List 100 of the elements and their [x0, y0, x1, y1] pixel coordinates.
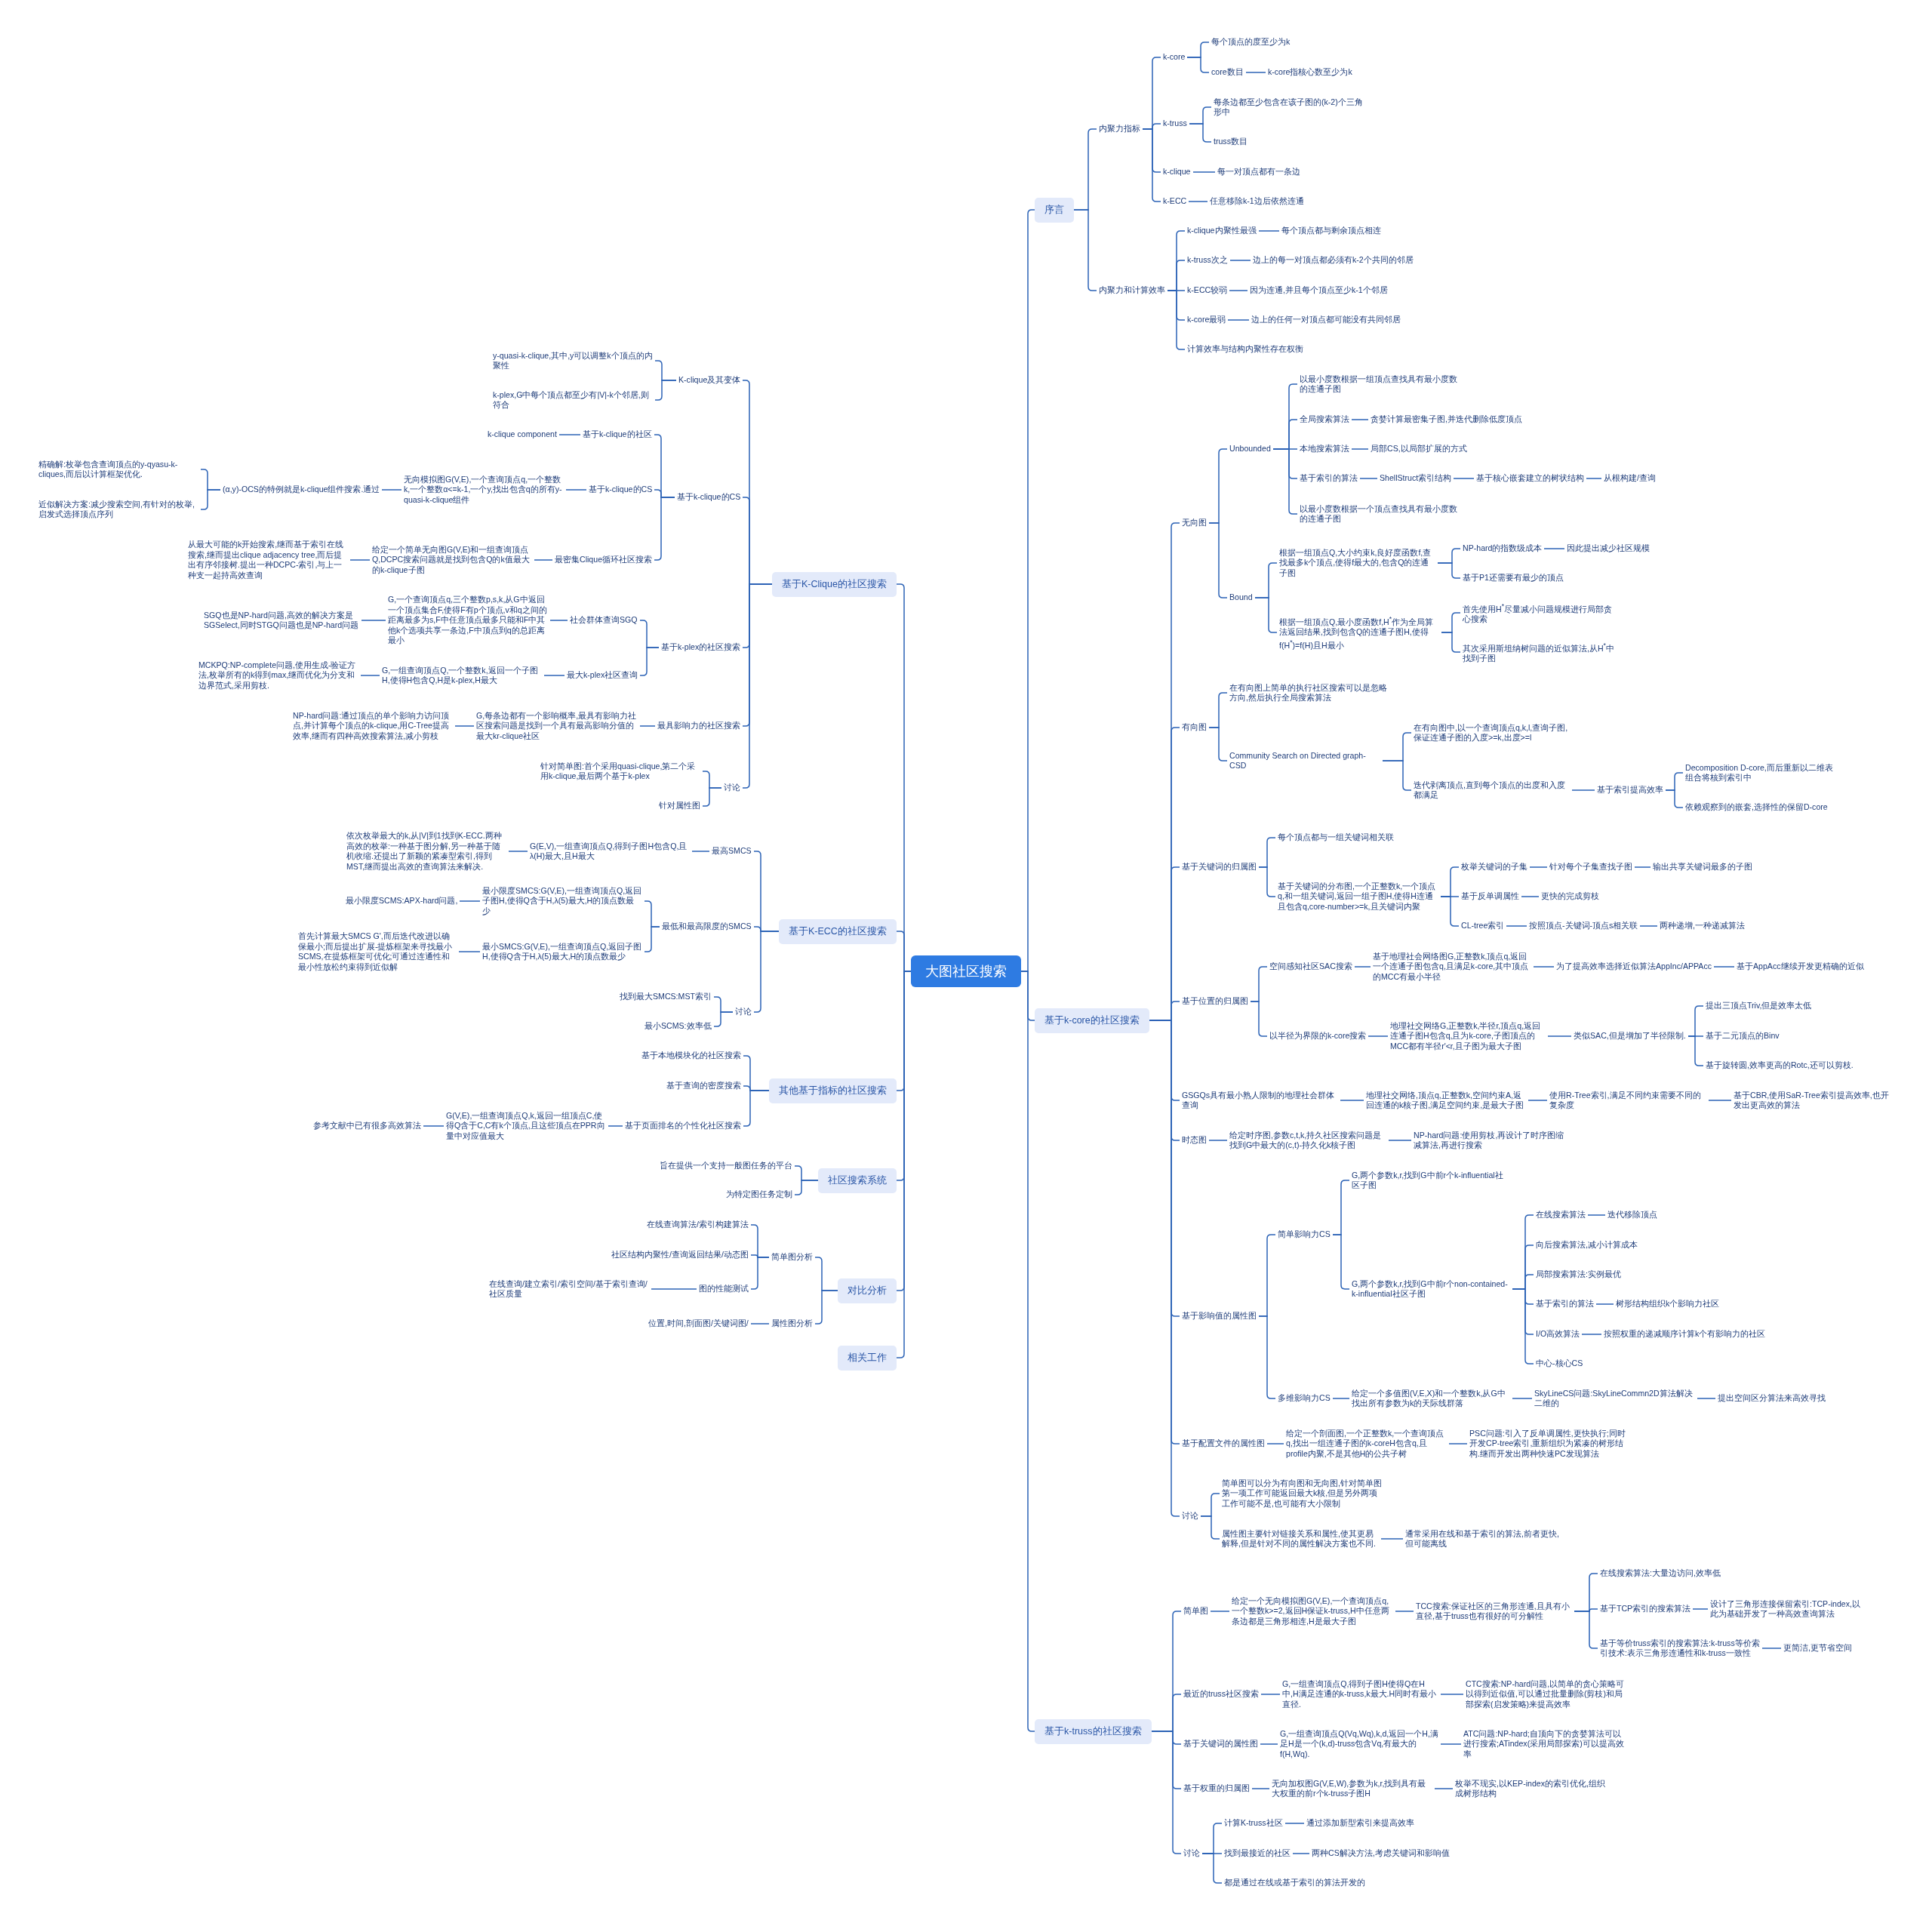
connector-line: [1388, 1140, 1412, 1141]
topic-label: 中心-核心CS: [1534, 1358, 1586, 1369]
topic-label: 位置,时间,剖面图/关键词图/: [646, 1318, 751, 1329]
connector-line: [654, 497, 675, 561]
connector-line: [1142, 128, 1161, 202]
topic-label: 基于页面排名的个性化社区搜索: [623, 1121, 743, 1131]
connector-line: [1527, 1100, 1548, 1101]
branch-topic-box: 基于k-core的社区搜索: [1035, 1008, 1149, 1033]
connector-line: [1506, 925, 1527, 927]
topic-label: 近似解决方案:减少搜索空间,有针对的枚举,启发式选择顶点序列: [36, 499, 201, 520]
topic-label: 多维影响力CS: [1275, 1393, 1333, 1404]
topic-label: 两种CS解决方法,考虑关键词和影响值: [1309, 1848, 1452, 1859]
topic-label: 基于配置文件的属性图: [1180, 1438, 1267, 1449]
connector-line: [1639, 925, 1658, 927]
topic-label: k-ECC较弱: [1185, 285, 1230, 296]
connector-line: [639, 647, 660, 676]
topic-label: 边上的任何一对顶点都可能没有共同邻居: [1249, 315, 1403, 325]
topic-label: 通常采用在线和基于索引的算法,前者更快,但可能离线: [1403, 1528, 1565, 1549]
topic-label: 基于AppAcc继续开发更精确的近似: [1734, 961, 1866, 972]
topic-label: 最小限度SMCS:G(V,E),一组查询顶点Q,返回子图H,使得Q含于H,λ(5)最大,H的顶点数最少: [480, 885, 645, 916]
topic-label: k-plex,G中每个顶点都至少有|V|-k个邻居,则符合: [491, 389, 655, 411]
topic-label: TCC搜索:保证社区的三角形连通,且具有小直径,基于truss也有很好的可分解性: [1414, 1601, 1574, 1622]
topic-label: 在有向图中,以一个查询顶点q,k,l,查询子图,保证连通子图的入度>=k,出度>=l: [1411, 722, 1574, 743]
topic-label: 无向图: [1180, 518, 1209, 528]
topic-label: PSC问题:引入了反单调属性,更快执行;同时开发CP-tree索引,重新组织为紧凑的树形结构.继而开发出两种快速PC发现算法: [1467, 1428, 1630, 1459]
topic-label: 找到最大SMCS:MST索引: [617, 992, 714, 1002]
topic-label: 基于关键词的分布图,一个正整数k,一个顶点q,和一组关键词,返回一组子图H,使得H连通且包含q,core-number>=k,且关键词内聚: [1275, 881, 1441, 912]
connector-line: [1186, 57, 1210, 73]
topic-label: 基于核心嵌套建立的树状结构: [1474, 473, 1586, 484]
connector-line: [1382, 760, 1412, 791]
topic-label: 全局搜索算法: [1297, 414, 1352, 425]
topic-label: CL-tree索引: [1459, 921, 1507, 931]
connector-line: [1151, 1731, 1182, 1854]
topic-label: 最密集Clique循环社区搜索: [552, 555, 655, 565]
connector-line: [1586, 478, 1602, 479]
topic-label: Decomposition D-core,而后重新以二维表组合将核到索引中: [1683, 762, 1842, 783]
connector-line: [1533, 966, 1555, 968]
connector-line: [1395, 1611, 1414, 1612]
connector-line: [360, 675, 380, 676]
topic-label: 局部搜索算法:实例最优: [1534, 1269, 1623, 1280]
connector-line: [1245, 72, 1266, 73]
topic-label: I/O高效算法: [1534, 1329, 1583, 1340]
topic-label: 每条边都至少包含在该子图的(k-2)个三角形中: [1211, 97, 1371, 118]
topic-label: Bound: [1227, 592, 1255, 603]
connector-line: [1258, 866, 1276, 897]
connector-line: [1687, 1035, 1704, 1066]
topic-label: 首先使用H$^{*}$尽量减小问题规模进行局部贪心搜索: [1460, 601, 1620, 625]
connector-line: [1020, 971, 1035, 1732]
topic-label: 以最小度数根据一组顶点查找具有最小度数的连通子图: [1297, 374, 1462, 395]
topic-label: 每一对顶点都有一条边: [1215, 167, 1303, 177]
connector-line: [639, 725, 656, 727]
central-topic-box: 大图社区搜索: [911, 955, 1021, 987]
topic-label: 每个顶点都与一组关键词相关联: [1275, 832, 1396, 843]
connector-line: [1188, 201, 1208, 202]
topic-label: 讨论: [733, 1007, 754, 1017]
topic-label: 为了提高效率选择近似算法AppInc/APPAcc: [1554, 961, 1714, 972]
topic-label: 最近的truss社区搜索: [1181, 1689, 1261, 1700]
connector-line: [1332, 1398, 1350, 1399]
topic-label: 基于k-clique的社区: [580, 429, 654, 440]
topic-label: 基于影响值的属性图: [1180, 1311, 1259, 1321]
topic-label: 无向模拟图G(V,E),一个查询顶点q,一个整数k,一个整数α<=k-1,一个y,找出包含q的所有y-quasi-k-clique组件: [401, 474, 566, 505]
topic-label: 讨论: [1180, 1511, 1201, 1521]
topic-label: K-clique及其变体: [676, 375, 743, 386]
topic-label: (α,y)-OCS的特例就是k-clique组件搜索.通过: [220, 485, 383, 495]
topic-label: 属性图主要针对链接关系和属性,使其更易解释,但是针对不同的属性解决方案也不同.: [1220, 1528, 1381, 1549]
connector-line: [651, 1288, 697, 1290]
connector-line: [1440, 1743, 1462, 1745]
connector-line: [1713, 966, 1735, 968]
connector-line: [1434, 1788, 1454, 1789]
connector-line: [1208, 1140, 1228, 1141]
topic-label: 给定一个剖面图,一个正整数k,一个查询顶点q,找出一组连通子图的k-coreH包含q,且profile内聚,不是其他H的公共子树: [1284, 1428, 1449, 1459]
topic-label: SGQ也是NP-hard问题,高效的解决方案是SGSelect,同时STGQ问题也是NP-hard问题: [202, 610, 361, 631]
connector-line: [713, 1011, 734, 1027]
connector-line: [1587, 1214, 1606, 1216]
topic-label: 输出共享关键词最多的子图: [1651, 862, 1755, 872]
topic-label: 简单图分析: [769, 1252, 815, 1263]
connector-line: [1189, 123, 1212, 143]
topic-label: 给定一个简单无向图G(V,E)和一组查询顶点Q,DCPC搜索问题就是找到包含Q的k值最大的k-clique子图: [370, 544, 534, 575]
connector-line: [549, 620, 568, 621]
topic-label: 设计了三角形连接保留索引:TCP-index,以此为基础开发了一种高效查询算法: [1708, 1598, 1869, 1620]
topic-label: k-clique内聚性最强: [1185, 226, 1259, 236]
connector-line: [1547, 1035, 1572, 1037]
topic-label: 找到最接近的社区: [1222, 1848, 1293, 1859]
topic-label: 基于索引提高效率: [1595, 785, 1666, 795]
connector-line: [459, 900, 481, 902]
topic-label: 基于P1还需要有最少的顶点: [1460, 573, 1566, 583]
topic-label: 根据一组顶点Q,大小约束k,良好度函数f,查找最多k个顶点,使得f最大的,包含Q的连通子图: [1277, 547, 1438, 578]
topic-label: 旨在提供一个支持一般图任务的平台: [657, 1161, 795, 1171]
topic-label: 都是通过在线或基于索引的算法开发的: [1222, 1878, 1367, 1888]
topic-label: 最大k-plex社区查询: [565, 670, 641, 681]
topic-label: 两种递增,一种递减算法: [1657, 921, 1747, 931]
topic-label: 依次枚举最大的k,从|V|到1找到K-ECC.两种高效的枚举:一种基于图分解,另一种基于随机收缩.还提出了新颖的紧凑型索引,得到MST,继而提出高效的查询算法来解决.: [344, 831, 509, 872]
topic-label: 属性图分析: [769, 1318, 815, 1329]
topic-label: 地理社交网络G,正整数k,半径r,顶点q,返回连通子图H包含q,且为k-core,子图顶点的MCC都有半径r'<r,且子图为最大子图: [1388, 1020, 1548, 1051]
topic-label: 更简洁,更节省空间: [1781, 1643, 1854, 1654]
topic-label: 基于二元顶点的Binv: [1703, 1031, 1782, 1041]
branch-topic-box: 基于K-ECC的社区搜索: [779, 918, 897, 944]
topic-label: 针对每个子集查找子图: [1547, 862, 1635, 872]
topic-label: 其次采用斯坦纳树问题的近似算法,从H$^{*}$中找到子图: [1460, 640, 1620, 664]
topic-label: k-core最弱: [1185, 315, 1229, 325]
